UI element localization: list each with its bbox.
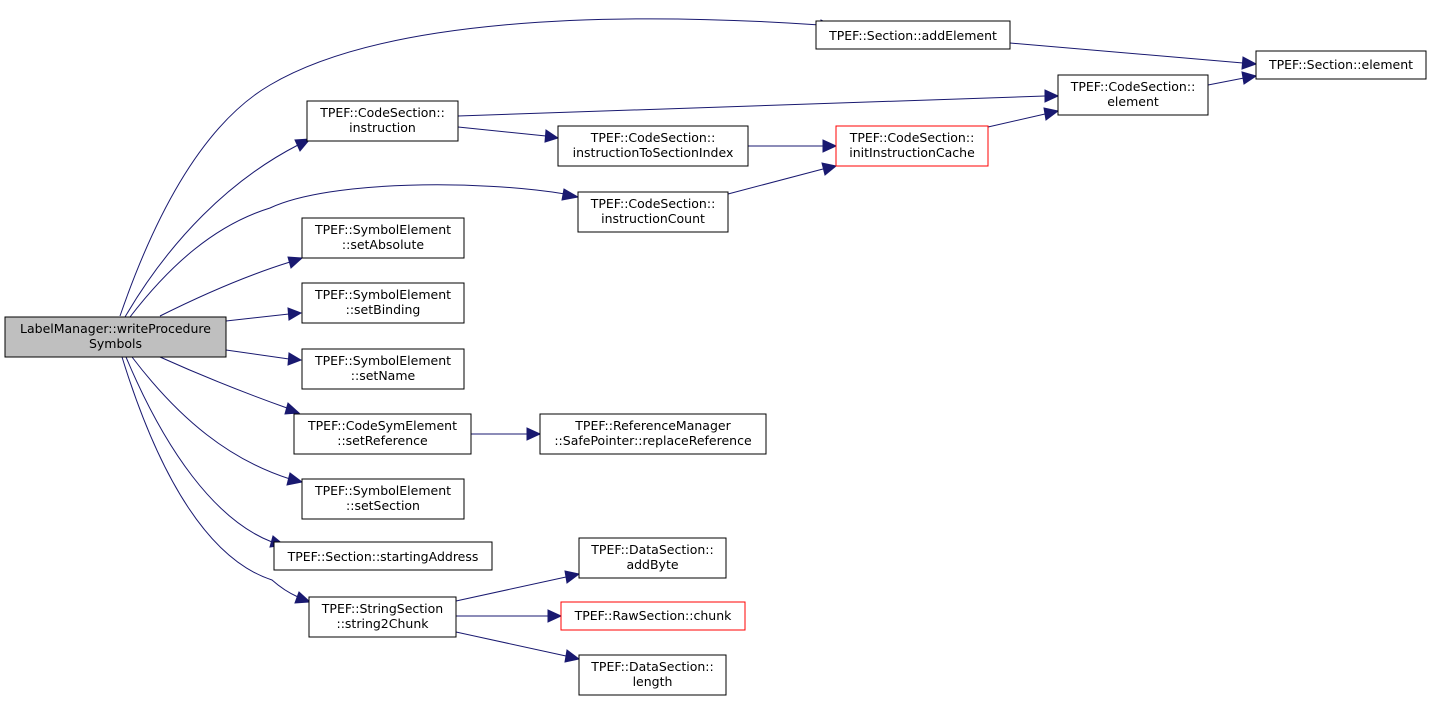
node-instruction-to-section-index[interactable]: TPEF::CodeSection:: instructionToSection… bbox=[557, 125, 749, 167]
edge-write-to-instructionCount bbox=[129, 184, 580, 318]
node-label: TPEF::CodeSection:: bbox=[849, 130, 975, 145]
edge-addElement-to-sectionElement bbox=[1009, 42, 1258, 70]
node-label: TPEF::CodeSection:: bbox=[319, 105, 445, 120]
node-set-reference[interactable]: TPEF::CodeSymElement ::setReference bbox=[293, 413, 472, 455]
node-label: TPEF::CodeSection:: bbox=[590, 130, 716, 145]
edge-initInstructionCache-to-codeSectionElement bbox=[987, 107, 1060, 128]
edge-write-to-addElement bbox=[119, 18, 837, 317]
node-label: TPEF::CodeSection:: bbox=[1070, 79, 1196, 94]
node-label: ::string2Chunk bbox=[337, 616, 430, 631]
node-data-section-add-byte[interactable]: TPEF::DataSection:: addByte bbox=[578, 537, 727, 579]
node-section-add-element[interactable]: TPEF::Section::addElement bbox=[815, 20, 1011, 50]
node-raw-section-chunk[interactable]: TPEF::RawSection::chunk bbox=[560, 601, 746, 631]
node-label: instructionToSectionIndex bbox=[573, 145, 734, 160]
node-string-to-chunk[interactable]: TPEF::StringSection ::string2Chunk bbox=[308, 596, 457, 638]
node-code-section-element[interactable]: TPEF::CodeSection:: element bbox=[1057, 74, 1209, 116]
edge-instructionToSectionIndex-to-initInstructionCache bbox=[748, 139, 838, 153]
node-set-absolute[interactable]: TPEF::SymbolElement ::setAbsolute bbox=[301, 217, 465, 259]
node-label: TPEF::SymbolElement bbox=[314, 483, 451, 498]
node-set-section[interactable]: TPEF::SymbolElement ::setSection bbox=[301, 478, 465, 520]
edge-write-to-instruction bbox=[124, 138, 312, 318]
node-label: ::setName bbox=[351, 368, 416, 383]
node-label: TPEF::CodeSection:: bbox=[590, 196, 716, 211]
node-write-procedure-symbols[interactable]: LabelManager::writeProcedure Symbols bbox=[4, 316, 227, 358]
node-section-element[interactable]: TPEF::Section::element bbox=[1255, 50, 1427, 80]
edge-write-to-setReference bbox=[159, 356, 301, 415]
node-label: element bbox=[1107, 94, 1159, 109]
node-label: ::setAbsolute bbox=[342, 237, 424, 252]
node-init-instruction-cache[interactable]: TPEF::CodeSection:: initInstructionCache bbox=[835, 125, 989, 167]
node-label: initInstructionCache bbox=[849, 145, 975, 160]
node-label: TPEF::SymbolElement bbox=[314, 353, 451, 368]
edge-write-to-startingAddress bbox=[125, 356, 286, 548]
node-label: length bbox=[633, 674, 673, 689]
edge-write-to-setName bbox=[225, 349, 303, 366]
node-label: instruction bbox=[349, 120, 416, 135]
node-label: Symbols bbox=[89, 336, 142, 351]
edge-string2Chunk-to-length bbox=[455, 631, 581, 663]
edge-write-to-string2Chunk bbox=[121, 356, 312, 604]
node-label: TPEF::Section::element bbox=[1268, 57, 1413, 72]
edge-write-to-setBinding bbox=[225, 307, 303, 322]
node-code-section-instruction[interactable]: TPEF::CodeSection:: instruction bbox=[306, 100, 459, 142]
node-label: addByte bbox=[626, 557, 678, 572]
edge-string2Chunk-to-chunk bbox=[456, 609, 563, 623]
node-label: TPEF::RawSection::chunk bbox=[574, 608, 733, 623]
edge-setReference-to-replaceReference bbox=[471, 427, 542, 441]
node-label: TPEF::StringSection bbox=[321, 601, 443, 616]
node-label: TPEF::SymbolElement bbox=[314, 222, 451, 237]
edge-codeSectionElement-to-sectionElement bbox=[1207, 71, 1258, 86]
node-set-name[interactable]: TPEF::SymbolElement ::setName bbox=[301, 348, 465, 390]
edge-write-to-setAbsolute bbox=[159, 256, 304, 317]
node-label: TPEF::CodeSymElement bbox=[307, 418, 457, 433]
edge-instructionCount-to-initInstructionCache bbox=[727, 162, 838, 195]
node-label: TPEF::DataSection:: bbox=[590, 659, 713, 674]
node-label: ::setReference bbox=[337, 433, 428, 448]
node-label: TPEF::ReferenceManager bbox=[574, 418, 731, 433]
node-set-binding[interactable]: TPEF::SymbolElement ::setBinding bbox=[301, 282, 465, 324]
node-label: ::setBinding bbox=[346, 302, 421, 317]
edge-write-to-setSection bbox=[131, 356, 304, 486]
node-replace-reference[interactable]: TPEF::ReferenceManager ::SafePointer::re… bbox=[539, 413, 767, 455]
edge-string2Chunk-to-addByte bbox=[455, 570, 581, 602]
node-label: TPEF::SymbolElement bbox=[314, 287, 451, 302]
node-label: ::setSection bbox=[346, 498, 420, 513]
node-instruction-count[interactable]: TPEF::CodeSection:: instructionCount bbox=[577, 191, 729, 233]
node-label: TPEF::Section::startingAddress bbox=[287, 549, 479, 564]
node-starting-address[interactable]: TPEF::Section::startingAddress bbox=[273, 541, 493, 571]
edge-instruction-to-codeSectionElement bbox=[457, 89, 1060, 117]
node-data-section-length[interactable]: TPEF::DataSection:: length bbox=[578, 654, 727, 696]
node-label: LabelManager::writeProcedure bbox=[20, 321, 211, 336]
node-label: instructionCount bbox=[601, 211, 705, 226]
node-label: ::SafePointer::replaceReference bbox=[554, 433, 752, 448]
edge-instruction-to-instructionToSectionIndex bbox=[457, 126, 560, 143]
node-label: TPEF::Section::addElement bbox=[828, 28, 997, 43]
node-label: TPEF::DataSection:: bbox=[590, 542, 713, 557]
